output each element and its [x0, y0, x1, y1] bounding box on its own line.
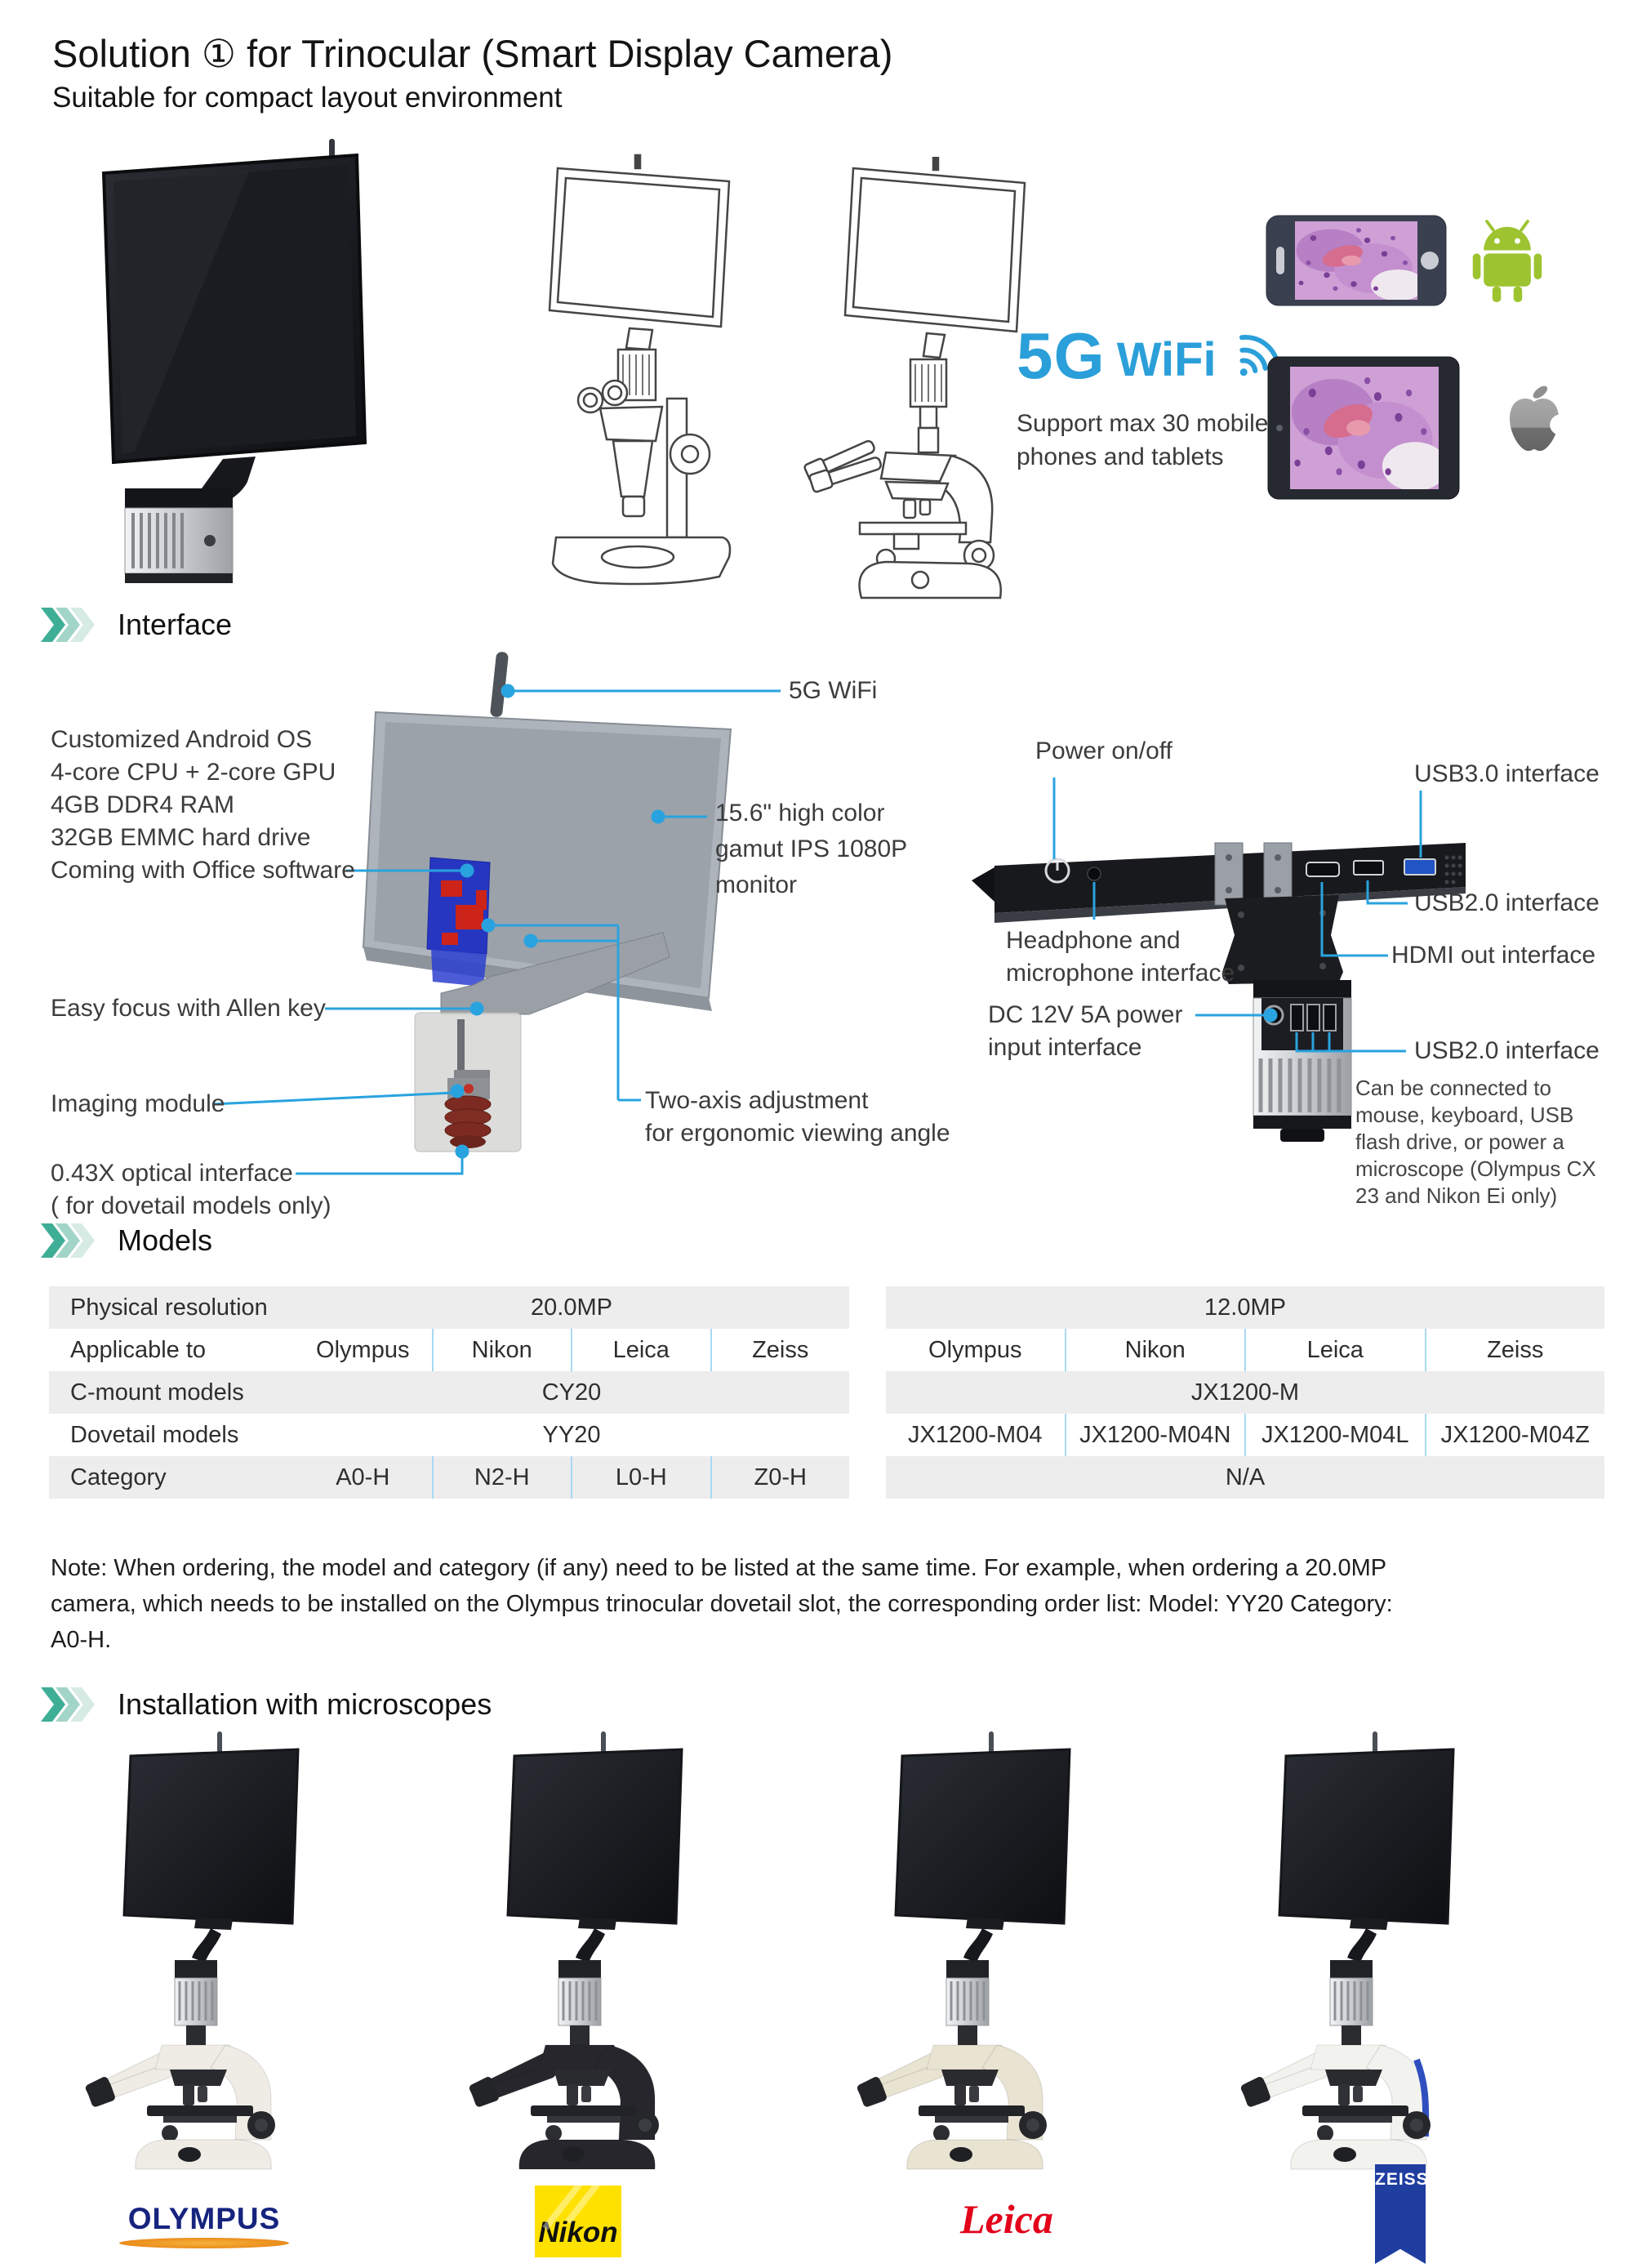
tablet-camera-icon [1276, 425, 1283, 431]
headphone-jack-icon [1087, 867, 1101, 881]
label-monitor-spec: 15.6" high color gamut IPS 1080P monitor [715, 800, 908, 898]
leica-logo: Leica [960, 2196, 1053, 2242]
ordering-note: Note: When ordering, the model and categ… [51, 1555, 1393, 1653]
table-row: Olympus Nikon Leica Zeiss [886, 1329, 1604, 1371]
zeiss-logo: ZEISS [1375, 2164, 1426, 2264]
label-usb3: USB3.0 interface [1414, 760, 1600, 787]
section-models: Models [41, 1223, 212, 1258]
5g-text: 5G [1017, 319, 1106, 392]
power-button-icon [1044, 858, 1070, 884]
table-row: JX1200-M04 JX1200-M04N JX1200-M04L JX120… [886, 1414, 1604, 1456]
zeiss-microscope-photo [1221, 1731, 1531, 2172]
monitor-rear-figure [362, 652, 732, 1152]
label-usb2-top: USB2.0 interface [1414, 889, 1600, 916]
table-row: 12.0MP [886, 1286, 1604, 1329]
label-easy-focus: Easy focus with Allen key [51, 995, 326, 1022]
android-logo-icon [1472, 220, 1542, 302]
speaker-grille-icon [1444, 855, 1462, 884]
page-subtitle: Suitable for compact layout environment [52, 82, 563, 114]
chevrons-icon [41, 1687, 95, 1722]
leica-microscope-photo [837, 1731, 1147, 2172]
usb-port-icon [1306, 1004, 1320, 1032]
tablet-with-microscopy-image [1267, 356, 1460, 500]
phone-speaker-icon [1276, 247, 1284, 274]
models-table-12mp: 12.0MP Olympus Nikon Leica Zeiss JX1200-… [886, 1286, 1604, 1499]
usb3-port-icon [1404, 858, 1436, 876]
stereo-microscope-drawing [548, 154, 732, 586]
phone-home-button-icon [1421, 252, 1439, 270]
table-row: Physical resolution 20.0MP [49, 1286, 849, 1329]
table-row: Applicable to Olympus Nikon Leica Zeiss [49, 1329, 849, 1371]
label-optical-interface: 0.43X optical interface( for dovetail mo… [51, 1160, 331, 1219]
olympus-logo: OLYMPUS [119, 2202, 289, 2248]
label-hdmi: HDMI out interface [1391, 942, 1596, 969]
antenna-icon [490, 652, 509, 717]
section-interface: Interface [41, 608, 232, 642]
label-power: Power on/off [1035, 737, 1172, 764]
biological-microscope-drawing [803, 157, 1026, 599]
wifi-5g-logo: 5G WiFi [1017, 323, 1282, 389]
chevrons-icon [41, 608, 95, 642]
usb-port-icon [1323, 1004, 1337, 1032]
section-installation: Installation with microscopes [41, 1687, 492, 1722]
hinge-icon [1214, 842, 1293, 906]
olympus-microscope-photo [65, 1731, 376, 2172]
page-title: Solution ① for Trinocular (Smart Display… [52, 32, 893, 75]
hdmi-port-icon [1306, 862, 1340, 877]
imaging-module-figure [414, 1012, 522, 1152]
wifi-text: WiFi [1116, 333, 1217, 386]
pcb-board [426, 857, 491, 987]
usb2-port-icon [1353, 860, 1384, 876]
label-imaging-module: Imaging module [51, 1090, 225, 1117]
nikon-microscope-photo [449, 1731, 759, 2172]
phone-with-microscopy-image [1266, 215, 1447, 306]
table-row: N/A [886, 1456, 1604, 1499]
table-row: Category A0-H N2-H L0-H Z0-H [49, 1456, 849, 1499]
apple-logo-icon [1509, 385, 1564, 452]
chevrons-icon [41, 1223, 95, 1258]
models-table-20mp: Physical resolution 20.0MP Applicable to… [49, 1286, 849, 1499]
display-camera-photo [101, 139, 367, 583]
label-5g-wifi: 5G WiFi [789, 677, 878, 704]
nikon-logo: Nikon [535, 2186, 621, 2257]
label-usb2-bottom: USB2.0 interface [1414, 1037, 1600, 1064]
ports-rear-figure [972, 842, 1466, 1142]
usb-port-icon [1290, 1004, 1304, 1032]
olympus-swoosh-icon [119, 2238, 289, 2248]
table-row: JX1200-M [886, 1371, 1604, 1414]
table-row: Dovetail models YY20 [70, 1421, 601, 1448]
table-row: C-mount models CY20 [49, 1371, 849, 1414]
lens-mount-icon [1280, 1129, 1324, 1142]
